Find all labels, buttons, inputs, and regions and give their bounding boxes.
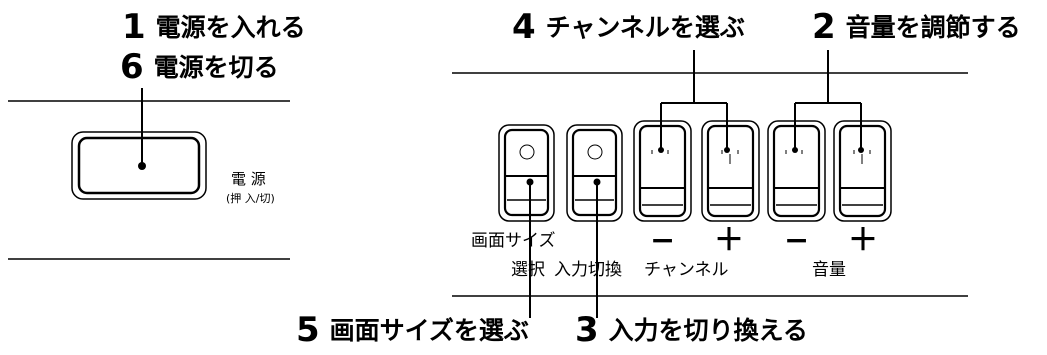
channel-plus-sign: ＋ <box>714 223 744 258</box>
volume-up-button[interactable] <box>833 120 892 222</box>
leader-channel <box>658 50 730 153</box>
screen-size-label-2: 選択 <box>511 260 545 280</box>
channel-up-button[interactable] <box>701 120 760 222</box>
input-switch-button[interactable] <box>566 124 623 222</box>
channel-minus-sign: − <box>650 223 676 258</box>
volume-label: 音量 <box>812 260 846 280</box>
power-label: 電 源 <box>231 170 266 188</box>
channel-down-button[interactable] <box>633 120 692 222</box>
volume-minus-sign: − <box>784 223 810 258</box>
volume-plus-sign: ＋ <box>848 223 878 258</box>
channel-label: チャンネル <box>644 260 729 280</box>
power-sublabel: (押 入/切) <box>226 192 275 205</box>
power-button[interactable] <box>71 131 207 200</box>
leader-volume <box>792 50 864 153</box>
volume-down-button[interactable] <box>767 120 826 222</box>
input-switch-label: 入力切換 <box>554 260 622 280</box>
screen-size-button[interactable] <box>498 124 555 222</box>
screen-size-label: 画面サイズ <box>471 231 556 251</box>
